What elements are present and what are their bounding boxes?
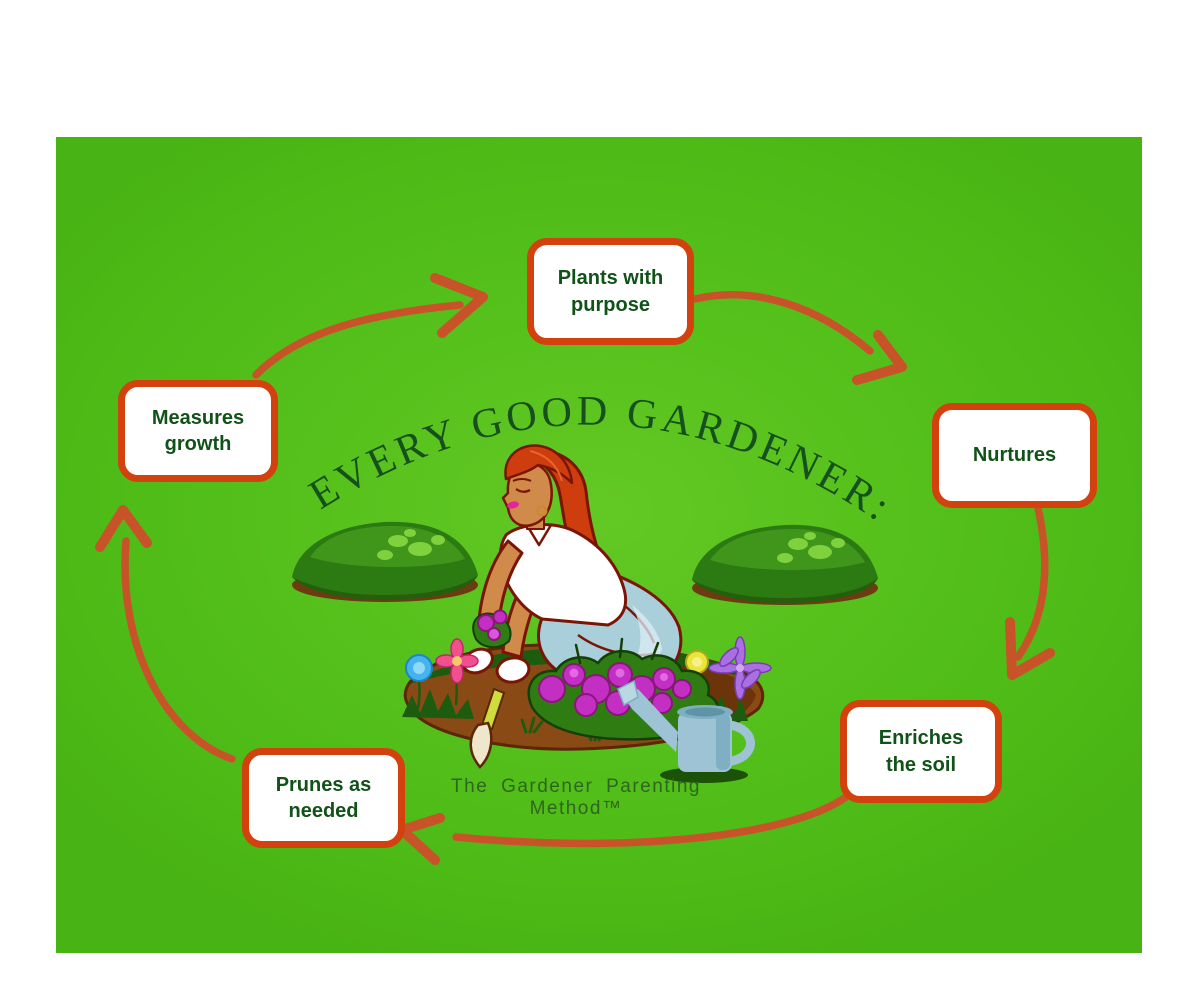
grass-mound-right xyxy=(692,524,878,605)
watering-can xyxy=(617,679,755,783)
seedling xyxy=(472,609,512,649)
node-label-line: needed xyxy=(288,800,359,822)
arrow-measures-to-plants xyxy=(252,273,488,379)
blue-flower xyxy=(402,654,474,719)
node-label-line: growth xyxy=(164,433,232,455)
node-label-line: Measures xyxy=(151,406,245,429)
purple-flower xyxy=(708,636,772,716)
caption-text: The Gardener Parenting Method™ xyxy=(451,776,701,819)
node-prunes-as-needed: Prunes as needed xyxy=(242,748,405,848)
node-label-line: Plants with xyxy=(557,267,664,290)
arrow-nurtures-to-enriches xyxy=(1005,504,1055,680)
pink-flower xyxy=(435,638,479,706)
node-plants-with-purpose: Plants with purpose xyxy=(527,238,694,345)
node-enriches-the-soil: Enriches the soil xyxy=(840,700,1002,803)
gardener-figure xyxy=(462,444,699,692)
node-measures-growth: Measures growth xyxy=(118,380,278,482)
node-label-line: Prunes as xyxy=(275,773,372,796)
node-nurtures: Nurtures xyxy=(932,403,1097,508)
node-label-line: the soil xyxy=(885,753,956,776)
node-label-line: Nurtures xyxy=(972,444,1057,467)
arrow-prunes-to-measures xyxy=(95,505,236,763)
gardener-illustration xyxy=(292,444,878,783)
arrow-plants-to-nurtures xyxy=(691,291,907,385)
poster-canvas: EVERY GOOD GARDENER: xyxy=(56,137,1142,953)
node-label-line: Enriches xyxy=(878,727,964,750)
grass-mound-left xyxy=(292,521,478,602)
title-arc: EVERY GOOD GARDENER: xyxy=(302,389,897,532)
trowel xyxy=(469,687,506,769)
cycle-arrows xyxy=(95,273,1055,865)
node-label-line: purpose xyxy=(571,293,650,316)
